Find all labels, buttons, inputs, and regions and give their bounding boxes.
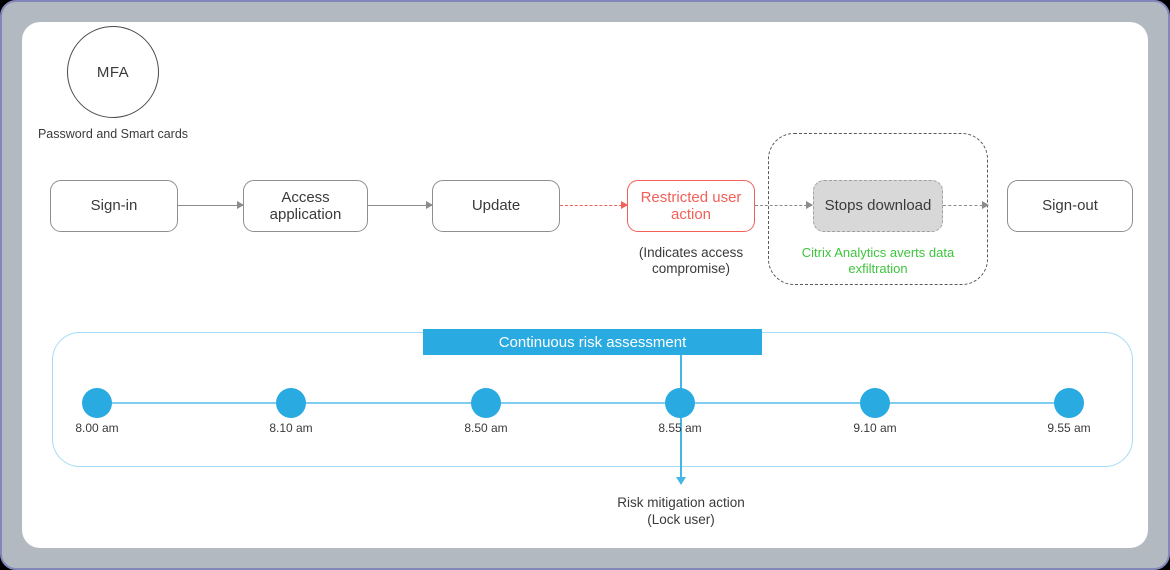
risk-mitigation-caption: Risk mitigation action (Lock user) [581,495,781,529]
mfa-node: MFA [67,26,159,118]
timeline-dot-955am [1054,388,1084,418]
timeline-label-910am: 9.10 am [853,421,897,435]
restricted-note: (Indicates access compromise) [638,245,744,277]
flow-node-sign-in: Sign-in [50,180,178,232]
arrow-restricted-to-stops [755,201,813,209]
diagram-canvas: MFA Password and Smart cards Sign-in Acc… [22,22,1148,548]
arrow-signin-to-access [178,201,244,209]
risk-mitigation-line1: Risk mitigation action [617,495,745,510]
mfa-caption: Password and Smart cards [37,127,189,141]
flow-node-access-application: Access application [243,180,368,232]
risk-mitigation-line2: (Lock user) [647,511,715,527]
timeline-label-810am: 8.10 am [269,421,313,435]
timeline-axis-line [97,402,1069,404]
timeline-dot-810am [276,388,306,418]
risk-mitigation-arrowhead-icon [676,477,686,485]
mfa-label: MFA [96,63,130,81]
flow-node-update: Update [432,180,560,232]
timeline-label-855am: 8.55 am [658,421,702,435]
timeline-label-850am: 8.50 am [464,421,508,435]
timeline-label-955am: 9.55 am [1047,421,1091,435]
analytics-note: Citrix Analytics averts data exfiltratio… [801,245,955,276]
arrow-stops-to-signout [943,201,989,209]
timeline-label-800am: 8.00 am [75,421,119,435]
analytics-dashed-container [768,133,988,285]
timeline-dot-850am [471,388,501,418]
flow-node-restricted-user-action: Restricted user action [627,180,755,232]
flow-node-sign-out: Sign-out [1007,180,1133,232]
flow-node-stops-download: Stops download [813,180,943,232]
timeline-title-banner: Continuous risk assessment [423,329,762,355]
arrow-update-to-restricted [560,201,628,209]
timeline-dot-855am [665,388,695,418]
arrow-access-to-update [368,201,433,209]
timeline-dot-800am [82,388,112,418]
timeline-dot-910am [860,388,890,418]
